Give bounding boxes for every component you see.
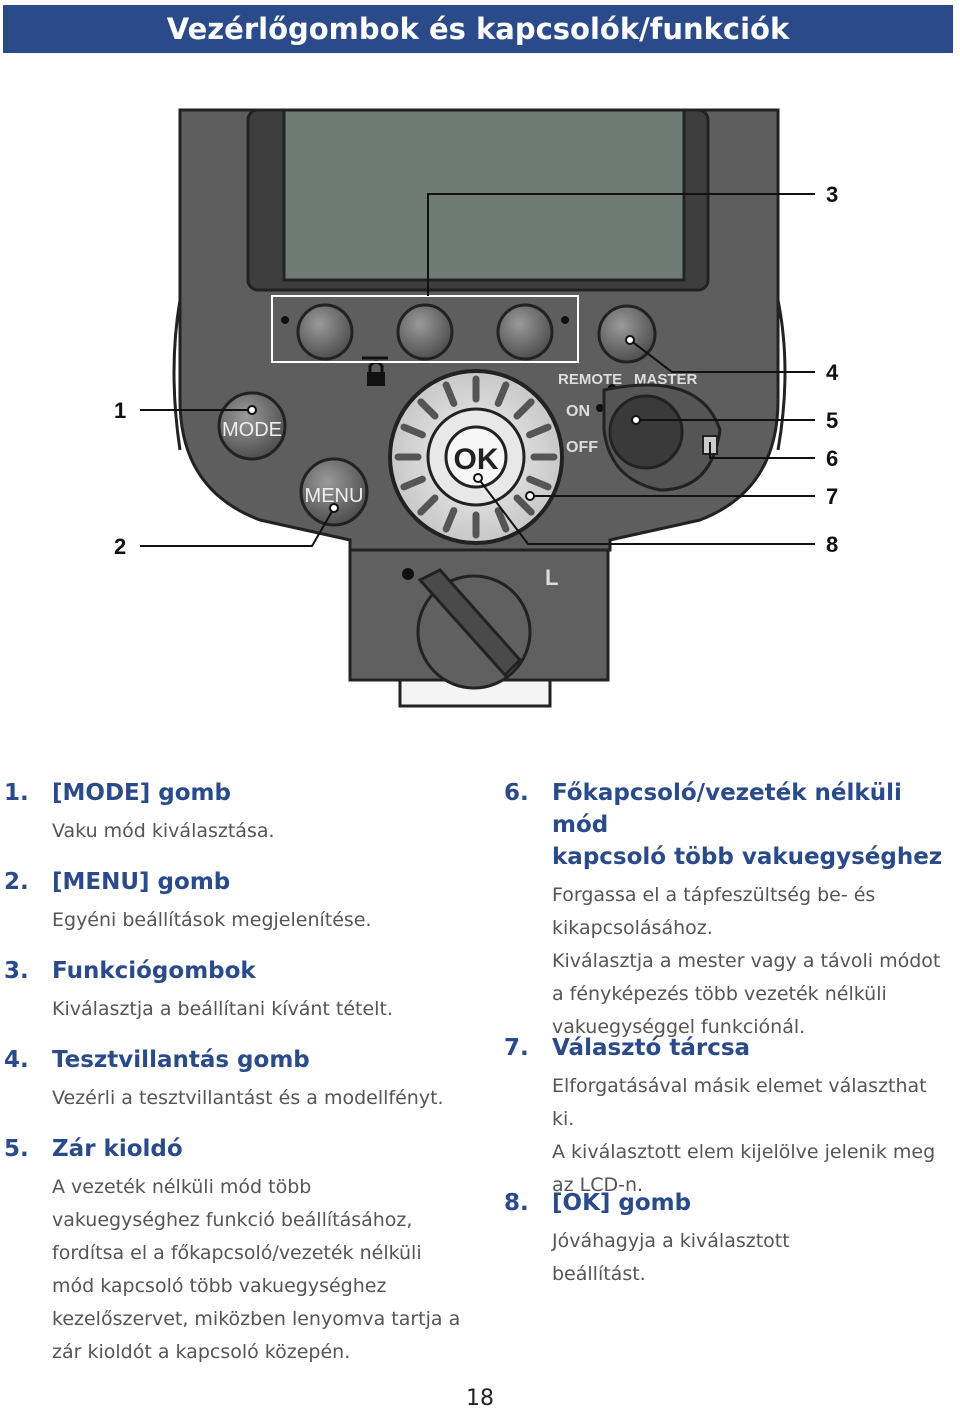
desc-line: A vezeték nélküli mód több [52, 1176, 312, 1198]
on-label: ON [566, 403, 590, 420]
callout-1: 1 [114, 398, 127, 423]
item-description: Egyéni beállítások megjelenítése. [52, 904, 474, 937]
callout-8: 8 [826, 532, 839, 557]
desc-line: Egyéni beállítások megjelenítése. [52, 909, 372, 931]
title-line: Választó tárcsa [552, 1035, 751, 1061]
desc-line: vakuegységgel funkciónál. [552, 1016, 806, 1038]
item-number: 6. [504, 780, 529, 806]
item-title: Tesztvillantás gomb [52, 1047, 310, 1073]
leader-lines [140, 193, 815, 547]
desc-line: Kiválasztja a beállítani kívánt tételt. [52, 998, 393, 1020]
page-header: Vezérlőgombok és kapcsolók/funkciók [3, 5, 953, 53]
dial-ridge [417, 494, 439, 516]
item-description: Forgassa el a tápfeszültség be- és kikap… [552, 879, 954, 1044]
item-description: Kiválasztja a beállítani kívánt tételt. [52, 993, 474, 1026]
dial-ridge [494, 507, 510, 533]
item-lock-release: 5. Zár kioldó A vezeték nélküli mód több… [4, 1133, 474, 1369]
desc-line: Vezérli a tesztvillantást és a modellfén… [52, 1087, 444, 1109]
desc-line: Jóváhagyja a kiválasztott [552, 1230, 790, 1252]
item-test-flash-button: 4. Tesztvillantás gomb Vezérli a tesztvi… [4, 1044, 474, 1115]
item-ok-button: 8. [OK] gomb Jóváhagyja a kiválasztott b… [504, 1187, 954, 1291]
desc-line: mód kapcsoló több vakuegységhez [52, 1275, 387, 1297]
item-description: A vezeték nélküli mód több vakuegységhez… [52, 1171, 474, 1369]
desc-line: beállítást. [552, 1263, 646, 1285]
item-title: Főkapcsoló/vezeték nélküli mód kapcsoló … [552, 777, 954, 873]
flash-unit-illustration: MODE MENU OK REMOTE MASTER ON OFF L [140, 108, 815, 708]
callout-5: 5 [826, 408, 839, 433]
callout-7: 7 [826, 484, 839, 509]
desc-line: kikapcsolásához. [552, 917, 713, 939]
item-number: 3. [4, 958, 29, 984]
item-selector-dial: 7. Választó tárcsa Elforgatásával másik … [504, 1032, 954, 1202]
dial-grip-ridges [394, 375, 558, 539]
dial-ridge [442, 381, 458, 407]
item-number: 5. [4, 1136, 29, 1162]
dial-ridge [400, 475, 426, 491]
item-title: [OK] gomb [552, 1187, 954, 1219]
desc-line: Forgassa el a tápfeszültség be- és [552, 884, 876, 906]
function-button-2[interactable] [396, 303, 454, 361]
desc-line: az LCD-n. [552, 1174, 644, 1196]
item-function-buttons: 3. Funkciógombok Kiválasztja a beállítan… [4, 955, 474, 1026]
item-mode-button: 1. [MODE] gomb Vaku mód kiválasztása. [4, 777, 474, 848]
item-number: 4. [4, 1047, 29, 1073]
power-switch[interactable] [608, 394, 684, 470]
desc-line: Elforgatásával másik elemet választhat k… [552, 1075, 927, 1130]
desc-line: A kiválasztott elem kijelölve jelenik me… [552, 1141, 936, 1163]
item-title: Zár kioldó [52, 1136, 183, 1162]
function-button-1[interactable] [296, 303, 354, 361]
page-number: 18 [466, 1386, 494, 1411]
lock-label: L [545, 565, 558, 590]
item-title: [MENU] gomb [52, 869, 231, 895]
callout-6: 6 [826, 446, 839, 471]
dial-ridge [494, 381, 510, 407]
title-line: Főkapcsoló/vezeték nélküli mód [552, 780, 902, 838]
callout-2: 2 [114, 534, 127, 559]
mode-button-label: MODE [222, 419, 282, 441]
dial-ridge [417, 398, 439, 420]
menu-button[interactable] [299, 457, 369, 527]
desc-line: Kiválasztja a mester vagy a távoli módot [552, 950, 941, 972]
item-menu-button: 2. [MENU] gomb Egyéni beállítások megjel… [4, 866, 474, 937]
item-number: 8. [504, 1190, 529, 1216]
dial-ridge [526, 475, 552, 491]
ok-button-label: OK [454, 443, 499, 476]
item-number: 1. [4, 780, 29, 806]
ok-button[interactable] [444, 425, 508, 489]
desc-line: fordítsa el a főkapcsoló/vezeték nélküli [52, 1242, 422, 1264]
callout-3: 3 [826, 182, 839, 207]
remote-label: REMOTE [558, 371, 622, 388]
off-label: OFF [566, 439, 598, 456]
desc-line: kezelőszervet, miközben lenyomva tartja … [52, 1308, 461, 1330]
title-line: kapcsoló több vakuegységhez [552, 844, 943, 870]
item-power-switch: 6. Főkapcsoló/vezeték nélküli mód kapcso… [504, 777, 954, 1044]
desc-line: zár kioldót a kapcsoló közepén. [52, 1341, 351, 1363]
item-title: [MODE] gomb [52, 780, 231, 806]
item-number: 7. [504, 1035, 529, 1061]
dial-ridge [526, 423, 552, 439]
callout-4: 4 [826, 360, 839, 385]
item-description: Elforgatásával másik elemet választhat k… [552, 1070, 954, 1202]
menu-button-label: MENU [305, 485, 364, 507]
dial-ridge [513, 398, 535, 420]
page-title: Vezérlőgombok és kapcsolók/funkciók [166, 12, 790, 46]
item-description: Vaku mód kiválasztása. [52, 815, 474, 848]
dial-ridge [442, 507, 458, 533]
item-description: Vezérli a tesztvillantást és a modellfén… [52, 1082, 474, 1115]
item-title: Választó tárcsa [552, 1032, 954, 1064]
desc-line: a fényképezés több vezeték nélküli [552, 983, 887, 1005]
dial-ridge [513, 494, 535, 516]
dial-ridge [400, 423, 426, 439]
item-number: 2. [4, 869, 29, 895]
desc-line: Vaku mód kiválasztása. [52, 820, 275, 842]
item-description: Jóváhagyja a kiválasztott beállítást. [552, 1225, 954, 1291]
title-line: [OK] gomb [552, 1190, 692, 1216]
desc-line: vakuegységhez funkció beállításához, [52, 1209, 413, 1231]
function-button-3[interactable] [496, 303, 554, 361]
item-title: Funkciógombok [52, 958, 256, 984]
flash-unit-diagram: MODE MENU OK REMOTE MASTER ON OFF L [0, 70, 960, 730]
